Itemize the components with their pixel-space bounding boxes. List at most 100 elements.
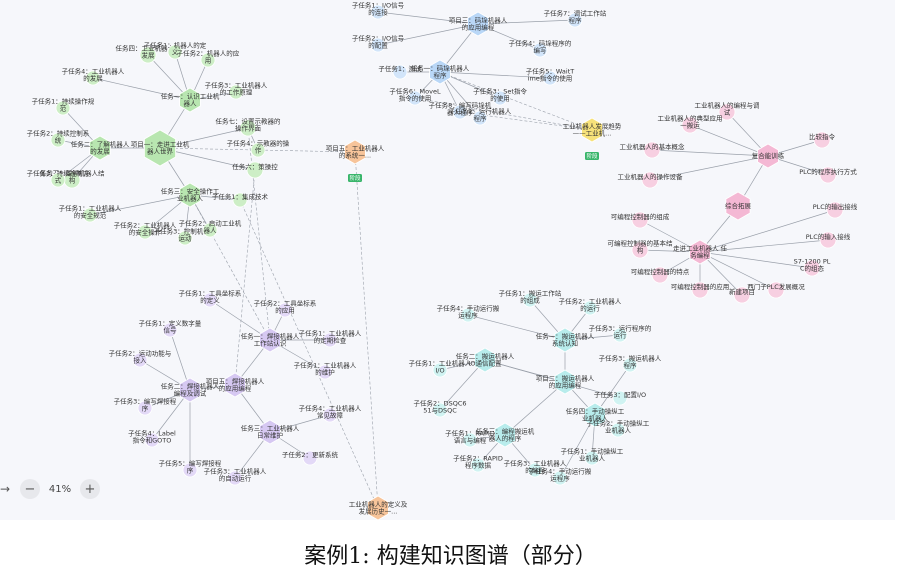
graph-node-p-s11[interactable]: 子任务1：工业机器人的维护: [294, 361, 357, 380]
graph-node-g-center[interactable]: 项目一：走进工业机器人世界: [131, 129, 190, 167]
graph-node-k-center[interactable]: 综合拓展: [725, 191, 752, 221]
graph-node-k-s10[interactable]: 西门子PLC发展概况: [747, 281, 805, 299]
node-label: 子任务4：手动运行搬运程序: [437, 304, 500, 320]
node-label: 子任务1：工业机器人的安全规范: [59, 204, 122, 220]
graph-node-g-s3[interactable]: 子任务3：工业机器人的工作原理: [205, 81, 268, 100]
graph-node-g-s13[interactable]: 子任务4：示教器的操作: [227, 139, 290, 158]
zoom-in-button[interactable]: +: [80, 479, 100, 499]
graph-node-t-t1[interactable]: 任务一：搬运机器人系统认知: [536, 327, 595, 353]
graph-node-k-s8[interactable]: PLC的输入接线: [806, 231, 851, 249]
node-shape: [228, 84, 244, 100]
graph-node-g-s10[interactable]: 子任务3：控制机器人运动: [154, 227, 217, 246]
graph-node-t-s7[interactable]: 子任务3：配置I/O: [594, 390, 646, 406]
graph-node-k-s11[interactable]: 新建项目: [729, 286, 755, 304]
graph-node-b-t1[interactable]: 任务一：码垛机器人程序: [411, 59, 470, 85]
graph-node-k-s1[interactable]: 工业机器人的编程与调试: [695, 101, 760, 121]
node-label: 任务三：编程搬运机器人的程序: [476, 427, 535, 443]
graph-node-g-s8[interactable]: 子任务1：工业机器人的安全规范: [59, 204, 122, 223]
graph-node-t-t4[interactable]: 任务四：手动操纵工业机器人: [566, 402, 625, 428]
graph-node-k-s15[interactable]: 可编程控制器的应用: [671, 281, 730, 299]
graph-node-g-s11[interactable]: 子任务1：集成技术: [212, 192, 269, 208]
graph-node-b-s4[interactable]: 子任务4：码垛程序的编写: [509, 39, 572, 58]
graph-node-p-s3[interactable]: 子任务1：定义数字量信号: [139, 319, 202, 338]
graph-node-t-s12[interactable]: 子任务2：手动操纵工业机器人: [587, 419, 650, 438]
node-label: 可编程控制器的特点: [631, 267, 690, 276]
graph-node-g-s5[interactable]: 子任务1：持续操作规范: [32, 97, 95, 116]
graph-node-p-t1[interactable]: 任务一：焊接机器人工作站认识: [241, 327, 300, 353]
graph-node-g-s4[interactable]: 子任务4：工业机器人的发展: [62, 67, 125, 86]
graph-node-k-s2[interactable]: 工业机器人的典型应用一搬运: [658, 114, 723, 134]
graph-node-b-s9[interactable]: 子任务1：测试: [378, 64, 422, 80]
graph-node-t-s13[interactable]: 子任务3：搬运机器人程序: [599, 354, 662, 373]
graph-node-y-center[interactable]: 工业机器人发展趋势——工业机...阶段: [563, 117, 622, 160]
graph-node-g-t2[interactable]: 任务二：了解机器人的发展: [71, 135, 130, 161]
graph-node-k-s12[interactable]: 可编程控制器的组成: [611, 211, 670, 229]
graph-node-p-s9[interactable]: 子任务2：更新系统: [282, 450, 339, 466]
graph-node-t-s10[interactable]: 子任务3：工业机器人的编程: [504, 459, 567, 478]
graph-node-p-s1[interactable]: 子任务1：工具坐标系的定义: [179, 289, 242, 308]
graph-node-k-s13[interactable]: 可编程控制器的基本结构: [608, 239, 674, 259]
graph-node-t-s11[interactable]: 子任务1：手动操纵工业机器人: [561, 447, 624, 466]
graph-node-p-t3[interactable]: 任务三：工业机器人日常维护: [241, 419, 300, 445]
graph-node-b-s8[interactable]: 子任务8：编写码垛机器人程序: [429, 101, 492, 120]
graph-node-t-center[interactable]: 项目二：搬运机器人的应用编程: [536, 369, 595, 395]
graph-node-g-s6[interactable]: 子任务2：持续控制系统: [27, 129, 90, 148]
graph-node-t-s2[interactable]: 子任务2：工业机器人的运行: [559, 297, 622, 316]
graph-node-k-s14[interactable]: 可编程控制器的特点: [631, 266, 690, 284]
graph-node-b-s3[interactable]: 子任务3：Set指令的使用: [473, 87, 527, 106]
graph-node-g-s9[interactable]: 子任务2：工业机器人的安全操作: [114, 221, 177, 240]
graph-node-b-center[interactable]: 项目三：码垛机器人的应用编程: [449, 11, 508, 37]
graph-node-t-t3[interactable]: 任务三：编程搬运机器人的程序: [476, 422, 535, 448]
pan-arrow-icon[interactable]: →: [0, 482, 11, 496]
graph-node-k-s3[interactable]: 工业机器人的基本概念: [620, 141, 686, 159]
graph-node-g-s12[interactable]: 子任务2：启动工业机器人: [179, 219, 242, 238]
graph-node-p-s4[interactable]: 子任务2：运动功能与接入: [109, 349, 172, 368]
graph-node-b-s1[interactable]: 子任务1：I/O信号的连接: [352, 1, 405, 20]
graph-node-g-t3[interactable]: 任务三：安全操作工业机器人: [161, 182, 220, 208]
node-shape: [554, 369, 576, 395]
graph-node-t-s3[interactable]: 子任务3：运行程序的运行: [589, 324, 652, 343]
graph-node-p-center[interactable]: 项目五：焊接机器人的应用编程: [206, 372, 265, 398]
graph-node-g-t1[interactable]: 任务一：认识工业机器人: [161, 87, 220, 113]
node-shape: [132, 352, 148, 368]
graph-node-o-center[interactable]: 项目五：工业机器人的系统一...阶段: [326, 139, 385, 182]
graph-node-t-s14[interactable]: 子任务4：手动运行搬运程序: [529, 467, 592, 486]
graph-node-b-s2[interactable]: 子任务2：I/O信号的配置: [352, 34, 405, 53]
graph-node-g-t6[interactable]: 任务六：策操控: [232, 161, 278, 179]
graph-node-g-t4[interactable]: 任务四：工业机器人的发展: [116, 44, 182, 64]
graph-node-p-s12[interactable]: 子任务4：工业机器人常见故障: [299, 404, 362, 423]
knowledge-graph-panel[interactable]: 项目一：走进工业机器人世界 任务一：认识工业机器人任务二：了解机器人的发展任务三：…: [0, 0, 895, 520]
graph-node-g-s1[interactable]: 子任务1：机器人的定义: [144, 41, 207, 60]
graph-node-g-t7[interactable]: 任务七：设置示教器的操作界面: [216, 117, 282, 137]
graph-node-g-s2[interactable]: 子任务2：机器人的应用: [177, 49, 240, 68]
graph-node-p-s5[interactable]: 子任务3：编写焊接程序: [114, 397, 177, 416]
graph-node-p-s2[interactable]: 子任务2：工具坐标系的应用: [254, 299, 317, 318]
graph-node-k-hub2[interactable]: 走进工业机器人 任务编程: [673, 239, 728, 265]
graph-node-p-t2[interactable]: 任务二：焊接机器人编程及调试: [161, 377, 220, 403]
graph-node-b-s10[interactable]: 子任务2：运行机器人程序: [449, 107, 512, 126]
graph-node-k-s4[interactable]: 工业机器人的操作设备: [618, 171, 684, 189]
graph-node-t-s1[interactable]: 子任务1：搬运工作站的组成: [499, 289, 562, 308]
graph-node-p-s10[interactable]: 子任务3：工业机器人的自动运行: [204, 467, 267, 486]
graph-node-p-s8[interactable]: 子任务1：工业机器人的定期检查: [299, 329, 362, 348]
graph-node-k-s5[interactable]: 比较指令: [809, 131, 836, 149]
graph-node-g-s7[interactable]: 子任务3：持续控制方式: [27, 169, 90, 188]
graph-node-k-hub1[interactable]: 复合能训练: [752, 143, 785, 169]
graph-node-k-s7[interactable]: PLC的输出接线: [813, 201, 858, 219]
knowledge-graph[interactable]: 项目一：走进工业机器人世界 任务一：认识工业机器人任务二：了解机器人的发展任务三：…: [0, 0, 895, 520]
graph-node-t-s4[interactable]: 子任务4：手动运行搬运程序: [437, 304, 500, 323]
graph-node-b-s7[interactable]: 子任务7：调试工作站程序: [544, 9, 607, 28]
graph-node-p-s7[interactable]: 子任务5：编写焊接程序: [159, 459, 222, 478]
graph-node-o-bottom[interactable]: 工业机器人的定义及发展历史一...: [349, 495, 408, 520]
graph-node-k-s6[interactable]: PLC的程序执行方式: [799, 166, 857, 184]
zoom-out-button[interactable]: −: [20, 479, 40, 499]
